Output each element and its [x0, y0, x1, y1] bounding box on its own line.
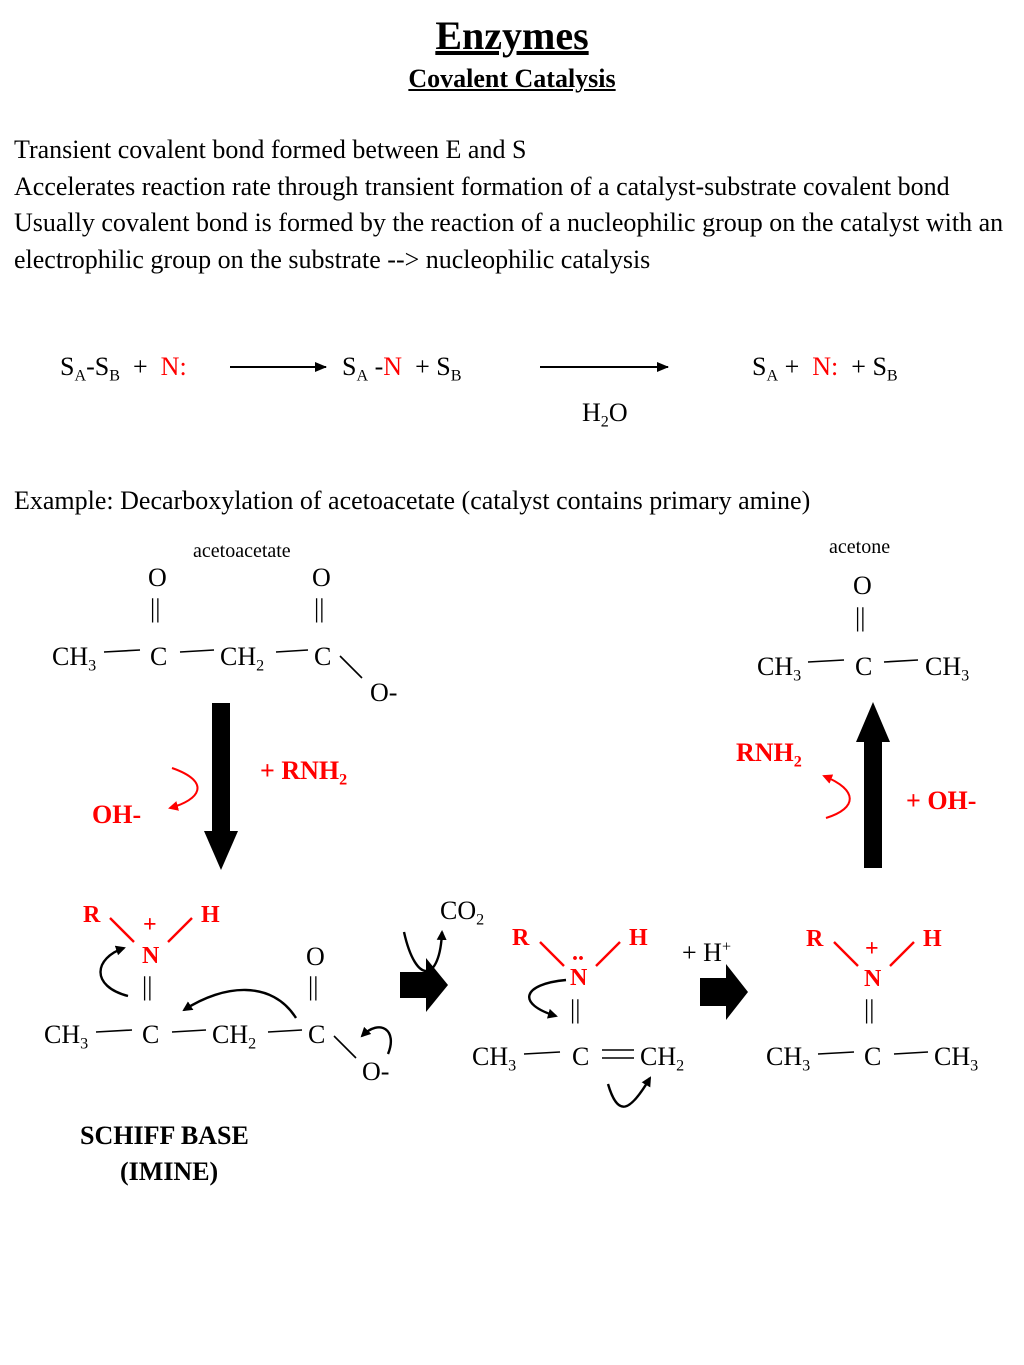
label-schiff-base: SCHIFF BASE — [80, 1121, 249, 1150]
scheme-product: SA + N: + SB — [752, 352, 898, 385]
atom-ch3: CH3 — [925, 652, 970, 685]
acetone-bonds — [807, 659, 919, 663]
label-acetone: acetone — [829, 536, 891, 558]
block-arrow-2 — [700, 964, 748, 1020]
atom-n: N — [570, 965, 588, 991]
double-bond: || — [150, 594, 161, 623]
atom-ch3: CH3 — [44, 1020, 89, 1053]
atom-ch2: CH2 — [212, 1020, 257, 1053]
protonated-imine-bonds — [817, 941, 929, 1055]
atom-r: R — [83, 902, 101, 928]
label-acetoacetate: acetoacetate — [193, 540, 291, 562]
reagent-rnh2: RNH2 — [736, 738, 802, 771]
atom-r: R — [512, 925, 530, 951]
atom-o: O — [853, 571, 872, 600]
atom-ch3: CH3 — [934, 1042, 979, 1075]
atom-o: O — [312, 563, 331, 592]
double-bond: || — [142, 972, 153, 1001]
curly-arrow-oh-left — [168, 767, 199, 811]
product-co2: CO2 — [440, 896, 485, 929]
scheme-nucleophile: N: — [160, 352, 187, 381]
atom-h: H — [201, 902, 220, 928]
page-title: Enzymes — [435, 13, 589, 58]
atom-ch3: CH3 — [52, 642, 97, 675]
scheme-water: H2O — [582, 398, 628, 431]
intro-line-2: Accelerates reaction rate through transi… — [14, 171, 950, 201]
double-bond: || — [570, 995, 581, 1024]
curly-arrow-carboxylate — [182, 988, 298, 1019]
atom-ch3: CH3 — [757, 652, 802, 685]
atom-o: O — [148, 563, 167, 592]
intro-line-1: Transient covalent bond formed between E… — [14, 135, 527, 164]
atom-c: C — [864, 1042, 882, 1071]
atom-o-minus: O- — [370, 678, 398, 707]
curly-arrow-enamine-bond — [606, 1076, 652, 1108]
reagent-plus-rnh2: + RNH2 — [260, 756, 348, 789]
reagent-plus-h: + H+ — [682, 938, 732, 967]
intro-text: Transient covalent bond formed between E… — [14, 132, 1014, 278]
atom-c: C — [150, 642, 168, 671]
atom-c: C — [855, 652, 873, 681]
charge-plus: + — [865, 936, 879, 962]
block-arrow-1 — [400, 958, 448, 1012]
atom-h: H — [629, 925, 648, 951]
curly-arrow-n-lone-pair — [528, 978, 567, 1019]
curly-arrow-o-minus — [360, 1026, 393, 1055]
up-arrow — [856, 702, 890, 868]
reagent-oh-minus: OH- — [92, 800, 142, 829]
lone-pair: .. — [572, 940, 584, 966]
atom-n: N — [142, 943, 160, 969]
reagent-plus-oh-minus: + OH- — [906, 786, 977, 815]
atom-c: C — [308, 1020, 326, 1049]
page-subtitle: Covalent Catalysis — [408, 64, 616, 93]
atom-o: O — [306, 942, 325, 971]
atom-c: C — [142, 1020, 160, 1049]
atom-ch3: CH3 — [766, 1042, 811, 1075]
atom-ch2: CH2 — [640, 1042, 685, 1075]
curly-arrow-co2 — [402, 930, 447, 973]
double-bond: || — [308, 972, 319, 1001]
curly-arrow-bond-to-n — [99, 945, 129, 998]
curly-arrow-rnh2-right — [822, 774, 851, 819]
scheme-intermediate: SA -N + SB — [342, 352, 462, 385]
charge-plus: + — [143, 912, 157, 938]
atom-c: C — [314, 642, 332, 671]
intro-line-3: Usually covalent bond is formed by the r… — [14, 208, 1004, 274]
double-bond: || — [314, 594, 325, 623]
atom-c: C — [572, 1042, 590, 1071]
double-bond: || — [864, 995, 875, 1024]
atom-ch3: CH3 — [472, 1042, 517, 1075]
scheme-reactant: SA-SB + N: — [60, 352, 187, 385]
example-text: Example: Decarboxylation of acetoacetate… — [14, 486, 811, 515]
atom-n: N — [864, 966, 882, 992]
double-bond: || — [855, 603, 866, 632]
down-arrow — [204, 703, 238, 870]
atom-r: R — [806, 926, 824, 952]
schiff-bonds — [95, 917, 357, 1059]
acetoacetate-bonds — [103, 649, 363, 679]
atom-ch2: CH2 — [220, 642, 265, 675]
atom-h: H — [923, 926, 942, 952]
atom-o-minus: O- — [362, 1057, 390, 1086]
enamine-bonds — [523, 941, 634, 1059]
label-imine: (IMINE) — [120, 1157, 219, 1186]
